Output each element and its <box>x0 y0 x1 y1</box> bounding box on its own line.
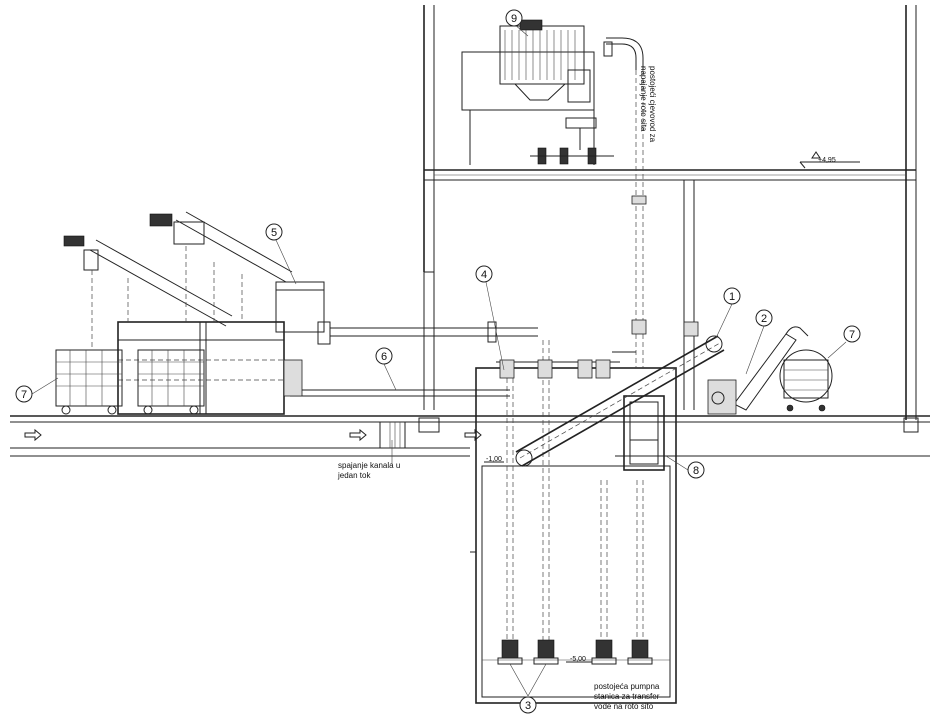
callout-8: 8 <box>687 461 705 479</box>
dewatering-unit-5 <box>117 281 325 415</box>
note-pump-station-line2: stanica za transfer <box>594 692 660 701</box>
container-right-7 <box>779 349 833 412</box>
screw-conveyor-left-1 <box>63 235 233 350</box>
building-structure <box>418 5 919 433</box>
screw-conveyor-left-2 <box>149 211 293 322</box>
note-pump-station: postojeća pumpna stanica za transfer vod… <box>594 682 660 711</box>
note-pump-station-line3: vode na roto sito <box>594 702 654 711</box>
pumps <box>497 340 653 665</box>
roto-sieve-9 <box>461 19 614 165</box>
callout-3-label: 3 <box>525 700 531 712</box>
callout-7-left: 7 <box>15 385 33 403</box>
ground-and-channel <box>10 415 930 457</box>
pump-riser-3 <box>591 480 617 665</box>
sieve-drum-hatch <box>504 30 576 80</box>
channel-screen-8 <box>623 395 665 471</box>
callout-6-label: 6 <box>381 351 387 363</box>
callout-7-right: 7 <box>843 325 861 343</box>
callout-9-label: 9 <box>511 13 517 25</box>
bin-grid <box>56 350 204 406</box>
callout-2-label: 2 <box>761 313 767 325</box>
note-pipe-label-line1: postojeći cjevovod za <box>648 66 657 143</box>
note-pipe-label-line2: napajanje roto sita <box>639 66 648 132</box>
level-marker-floor: +4,95 <box>811 151 836 164</box>
callout-1-label: 1 <box>729 291 735 303</box>
note-channel-merge: spajanje kanala u jedan tok <box>337 461 400 480</box>
callout-5: 5 <box>265 223 283 241</box>
callout-7-right-label: 7 <box>849 329 855 341</box>
pump-riser-4 <box>627 480 653 665</box>
note-pipe-label: postojeći cjevovod za napajanje roto sit… <box>639 66 657 143</box>
note-channel-merge-line1: spajanje kanala u <box>338 461 400 470</box>
pump-riser-1 <box>497 370 523 665</box>
level-marker-channel: -1,00 <box>484 456 504 463</box>
leader-lines <box>31 23 847 697</box>
pump-riser-2 <box>533 340 559 665</box>
callout-8-label: 8 <box>693 465 699 477</box>
callout-7-left-label: 7 <box>21 389 27 401</box>
pipework <box>290 37 647 397</box>
note-pump-station-line1: postojeća pumpna <box>594 682 660 691</box>
callout-2: 2 <box>755 309 773 327</box>
callout-4: 4 <box>475 265 493 283</box>
callout-1: 1 <box>723 287 741 305</box>
level-floor-label: +4,95 <box>818 157 836 164</box>
callout-9: 9 <box>505 9 523 27</box>
inclined-conveyor-1 <box>515 321 725 467</box>
level-channel-label: -1,00 <box>486 456 502 463</box>
bins-left-7 <box>55 349 205 415</box>
level-pit-bottom-label: -5,00 <box>570 656 586 663</box>
note-channel-merge-line2: jedan tok <box>337 471 371 480</box>
level-marker-pit-bottom: -5,00 <box>566 656 592 663</box>
callout-4-label: 4 <box>481 269 487 281</box>
screw-press-2 <box>707 326 809 415</box>
callout-5-label: 5 <box>271 227 277 239</box>
callout-3: 3 <box>519 696 537 714</box>
callout-6: 6 <box>375 347 393 365</box>
